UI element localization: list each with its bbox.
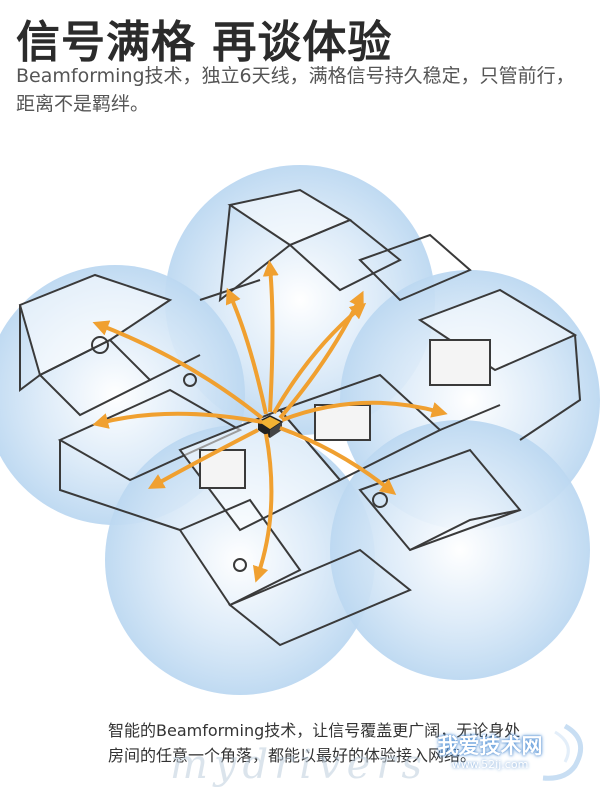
page-title: 信号满格 再谈体验	[16, 17, 393, 68]
coverage-circles	[0, 165, 600, 695]
page-subtitle: Beamforming技术，独立6天线，满格信号持久稳定，只管前行，距离不是羁绊…	[16, 65, 575, 115]
signal-arrow-icon	[281, 400, 448, 422]
signal-arrow-icon	[92, 411, 263, 429]
watermark: mydrivers	[170, 742, 428, 788]
floor-plan-illustration	[0, 165, 600, 695]
floor-plan	[18, 188, 582, 647]
signal-arrow-icon	[252, 433, 274, 583]
swirl-logo-icon	[542, 723, 584, 781]
site-logo-name: 我爱技术网	[437, 734, 543, 758]
signal-arrow-icon	[225, 287, 268, 415]
site-logo-domain: www.52ij.com	[451, 758, 529, 771]
signal-arrow-icon	[278, 290, 364, 420]
signal-arrow-icon	[92, 320, 264, 420]
coverage-circle	[330, 420, 590, 680]
signal-arrow-icon	[279, 426, 397, 495]
router-icon	[256, 415, 284, 438]
signal-arrows	[92, 260, 448, 583]
caption: 智能的Beamforming技术，让信号覆盖更广阔，无论身处房间的任意一个角落，…	[108, 721, 521, 765]
signal-arrow-icon	[262, 260, 279, 413]
signal-arrow-icon	[148, 428, 259, 489]
site-logo: 我爱技术网 www.52ij.com	[415, 718, 595, 786]
